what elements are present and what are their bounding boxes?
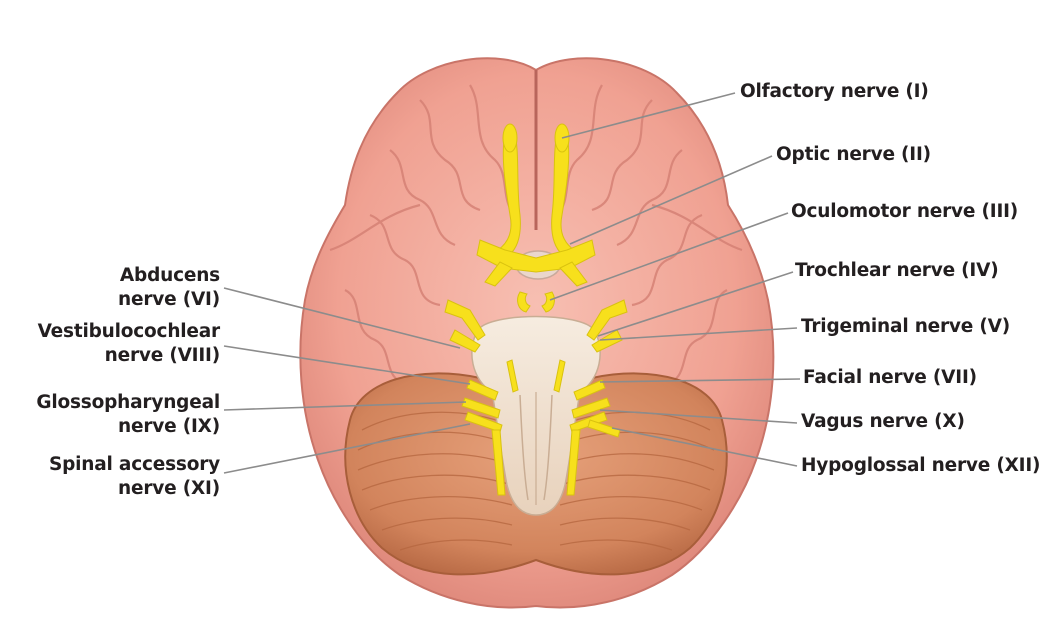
leader-glossopharyngeal: [223, 401, 467, 411]
leader-trigeminal: [599, 327, 798, 341]
nerves: [444, 123, 628, 496]
label-trigeminal-nerve: Trigeminal nerve (V): [801, 316, 1011, 337]
leader-abducens: [223, 287, 461, 349]
gyri: [329, 84, 743, 387]
label-vestibulocochlear-line1: Vestibulocochlear: [37, 321, 221, 342]
label-spinal-accessory-line1: Spinal accessory: [48, 454, 220, 475]
leader-trochlear: [597, 271, 794, 337]
label-hypoglossal-nerve: Hypoglossal nerve (XII): [801, 455, 1041, 476]
label-vagus-nerve: Vagus nerve (X): [801, 411, 965, 432]
label-spinal-accessory-line2: nerve (XI): [118, 478, 220, 499]
label-facial-nerve: Facial nerve (VII): [803, 367, 977, 388]
label-oculomotor-nerve: Oculomotor nerve (III): [791, 201, 1019, 222]
leader-oculomotor: [549, 212, 789, 301]
leader-facial: [599, 378, 801, 383]
label-glossopharyngeal-nerve: Glossopharyngeal nerve (IX): [36, 391, 220, 439]
label-abducens-nerve: Abducens nerve (VI): [118, 264, 220, 312]
label-optic-nerve: Optic nerve (II): [776, 144, 931, 165]
label-trochlear-nerve: Trochlear nerve (IV): [795, 260, 999, 281]
leader-vagus: [599, 409, 798, 424]
leader-hypoglossal: [611, 427, 798, 467]
label-abducens-line2: nerve (VI): [118, 289, 220, 310]
leader-spinal-accessory: [223, 423, 471, 474]
label-spinal-accessory-nerve: Spinal accessory nerve (XI): [49, 453, 220, 501]
leader-olfactory: [561, 92, 736, 139]
label-vestibulocochlear-nerve: Vestibulocochlear nerve (VIII): [37, 320, 221, 368]
leader-lines: [223, 92, 801, 474]
leader-optic: [569, 155, 773, 245]
label-glossopharyngeal-line1: Glossopharyngeal: [36, 392, 220, 413]
label-olfactory-nerve: Olfactory nerve (I): [740, 81, 929, 102]
label-glossopharyngeal-line2: nerve (IX): [118, 416, 220, 437]
label-abducens-line1: Abducens: [119, 265, 220, 286]
label-vestibulocochlear-line2: nerve (VIII): [104, 345, 221, 366]
leader-vestibulocochlear: [223, 345, 471, 385]
